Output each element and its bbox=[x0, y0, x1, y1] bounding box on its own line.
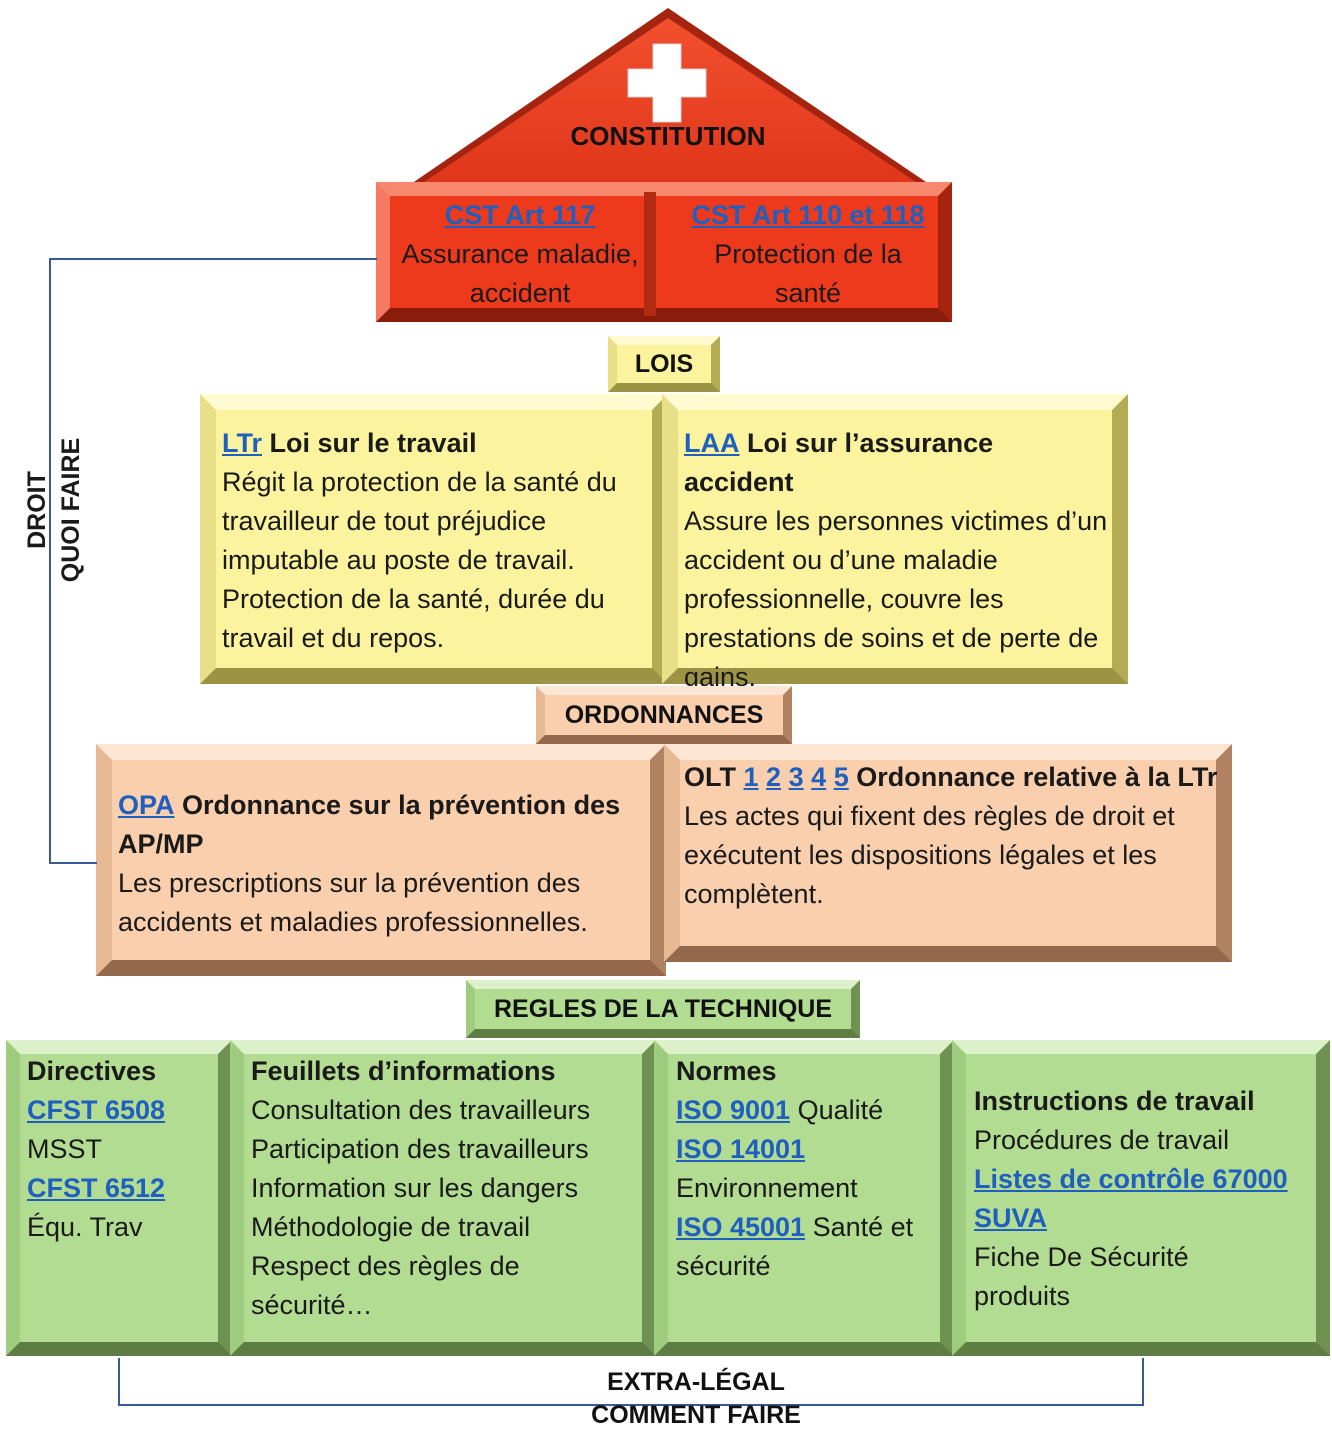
feuillet-item: Consultation des travailleurs bbox=[251, 1095, 591, 1125]
msst-text: MSST bbox=[27, 1134, 103, 1164]
normes-box bbox=[654, 1040, 954, 1356]
ltr-link[interactable]: LTr bbox=[222, 428, 262, 458]
cst-110-text: Protection de la santé bbox=[714, 239, 902, 308]
swiss-cross-icon bbox=[627, 43, 707, 123]
iso-9001-link[interactable]: ISO 9001 bbox=[676, 1095, 791, 1125]
side-bracket-bottom bbox=[49, 862, 97, 864]
instructions-box bbox=[952, 1040, 1330, 1356]
feuillets-content: Feuillets d’informations Consultation de… bbox=[251, 1052, 643, 1325]
extra-legal-label: EXTRA-LÉGAL bbox=[607, 1367, 785, 1396]
bottom-bracket-right bbox=[1142, 1358, 1144, 1406]
constitution-divider bbox=[644, 192, 656, 316]
feuillet-item: Information sur les dangers bbox=[251, 1173, 579, 1203]
side-label: DROIT QUOI FAIRE bbox=[20, 380, 88, 640]
instructions-content: Instructions de travail Procédures de tr… bbox=[974, 1082, 1318, 1316]
laa-text: Assure les personnes victimes d’un accid… bbox=[684, 506, 1108, 692]
feuillets-title: Feuillets d’informations bbox=[251, 1056, 556, 1086]
comment-faire-label: COMMENT FAIRE bbox=[591, 1400, 801, 1429]
olt-title: Ordonnance relative à la LTr bbox=[856, 762, 1218, 792]
directives-box bbox=[6, 1040, 232, 1356]
ltr-box bbox=[200, 394, 668, 684]
laa-title: Loi sur l’assurance accident bbox=[684, 428, 994, 497]
iso-14001-text: Environnement bbox=[676, 1173, 858, 1203]
droit-label: DROIT bbox=[23, 471, 51, 549]
iso-14001-link[interactable]: ISO 14001 bbox=[676, 1134, 806, 1164]
directives-title: Directives bbox=[27, 1056, 157, 1086]
regles-label: REGLES DE LA TECHNIQUE bbox=[466, 980, 860, 1038]
side-bracket-vertical bbox=[49, 258, 51, 864]
bottom-bracket-horizontal bbox=[118, 1404, 1144, 1406]
ltr-title: Loi sur le travail bbox=[269, 428, 477, 458]
quoi-faire-label: QUOI FAIRE bbox=[57, 437, 85, 583]
cst-art-110-118-link[interactable]: CST Art 110 et 118 bbox=[691, 200, 925, 230]
ltr-text: Régit la protection de la santé du trava… bbox=[222, 467, 617, 653]
olt-text: Les actes qui fixent des règles de droit… bbox=[684, 801, 1175, 909]
laa-content: LAA Loi sur l’assurance accident Assure … bbox=[684, 424, 1110, 697]
olt-box bbox=[664, 744, 1232, 962]
constitution-title: CONSTITUTION bbox=[570, 120, 766, 151]
iso-45001-text: Santé et sécurité bbox=[676, 1212, 914, 1281]
ordonnances-label: ORDONNANCES bbox=[536, 686, 792, 744]
cfst-6508-link[interactable]: CFST 6508 bbox=[27, 1095, 166, 1125]
iso-9001-text: Qualité bbox=[797, 1095, 884, 1125]
olt-prefix: OLT bbox=[684, 762, 736, 792]
opa-box bbox=[96, 744, 666, 976]
olt-4-link[interactable]: 4 bbox=[811, 762, 827, 792]
laa-box bbox=[662, 394, 1128, 684]
feuillet-item: Participation des travailleurs bbox=[251, 1134, 589, 1164]
normes-content: Normes ISO 9001 Qualité ISO 14001 Enviro… bbox=[676, 1052, 942, 1286]
feuillet-item: Respect des règles de sécurité… bbox=[251, 1251, 520, 1320]
feuillet-item: Méthodologie de travail bbox=[251, 1212, 531, 1242]
side-bracket-top bbox=[49, 258, 377, 260]
cst-110-cell: CST Art 110 et 118 Protection de la sant… bbox=[680, 196, 936, 313]
constitution-box bbox=[376, 182, 952, 322]
lois-label: LOIS bbox=[608, 336, 720, 392]
cst-117-cell: CST Art 117 Assurance maladie, accident bbox=[392, 196, 648, 313]
fiche-securite-text: Fiche De Sécurité produits bbox=[974, 1242, 1189, 1311]
procedures-text: Procédures de travail bbox=[974, 1125, 1230, 1155]
listes-controle-link[interactable]: Listes de contrôle 67000 bbox=[974, 1164, 1288, 1194]
opa-title: Ordonnance sur la prévention des AP/MP bbox=[118, 790, 621, 859]
bottom-bracket-left bbox=[118, 1358, 120, 1406]
olt-2-link[interactable]: 2 bbox=[766, 762, 782, 792]
directives-content: Directives CFST 6508 MSST CFST 6512 Équ.… bbox=[27, 1052, 223, 1247]
instructions-title: Instructions de travail bbox=[974, 1086, 1255, 1116]
ltr-content: LTr Loi sur le travail Régit la protecti… bbox=[222, 424, 648, 658]
cst-art-117-link[interactable]: CST Art 117 bbox=[444, 200, 596, 230]
olt-content: OLT 1 2 3 4 5 Ordonnance relative à la L… bbox=[684, 758, 1220, 914]
olt-1-link[interactable]: 1 bbox=[743, 762, 759, 792]
olt-3-link[interactable]: 3 bbox=[788, 762, 804, 792]
laa-link[interactable]: LAA bbox=[684, 428, 740, 458]
cst-117-text: Assurance maladie, accident bbox=[401, 239, 639, 308]
opa-text: Les prescriptions sur la prévention des … bbox=[118, 868, 588, 937]
opa-content: OPA Ordonnance sur la prévention des AP/… bbox=[118, 786, 648, 942]
normes-title: Normes bbox=[676, 1056, 777, 1086]
feuillets-box bbox=[230, 1040, 656, 1356]
olt-5-link[interactable]: 5 bbox=[833, 762, 849, 792]
cfst-6512-link[interactable]: CFST 6512 bbox=[27, 1173, 166, 1203]
opa-link[interactable]: OPA bbox=[118, 790, 175, 820]
equ-trav-text: Équ. Trav bbox=[27, 1212, 143, 1242]
iso-45001-link[interactable]: ISO 45001 bbox=[676, 1212, 806, 1242]
suva-link[interactable]: SUVA bbox=[974, 1203, 1048, 1233]
